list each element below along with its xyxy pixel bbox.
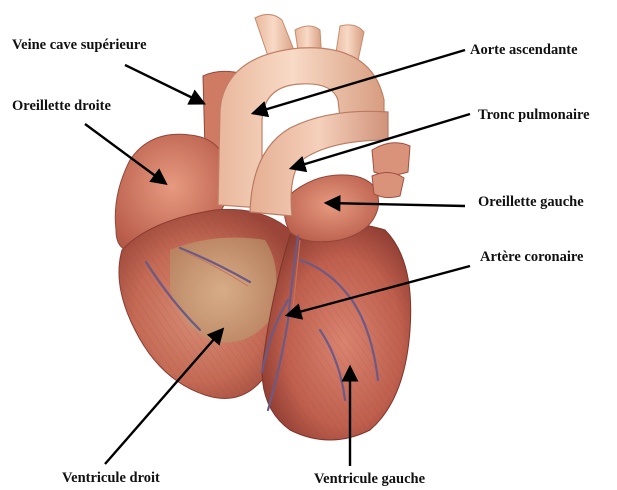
pulmonary-vein-stub [372, 143, 410, 175]
label-ventricule-gauche: Ventricule gauche [314, 472, 425, 487]
label-oreillette-droite: Oreillette droite [12, 99, 111, 114]
label-artere-coronaire: Artère coronaire [480, 250, 583, 265]
label-veine-cave-superieure: Veine cave supérieure [12, 38, 147, 53]
label-ventricule-droit: Ventricule droit [62, 471, 160, 486]
label-oreillette-gauche: Oreillette gauche [478, 195, 584, 210]
label-tronc-pulmonaire: Tronc pulmonaire [478, 108, 590, 123]
arrow-veine-cave [125, 65, 203, 103]
label-aorte-ascendante: Aorte ascendante [470, 43, 578, 58]
